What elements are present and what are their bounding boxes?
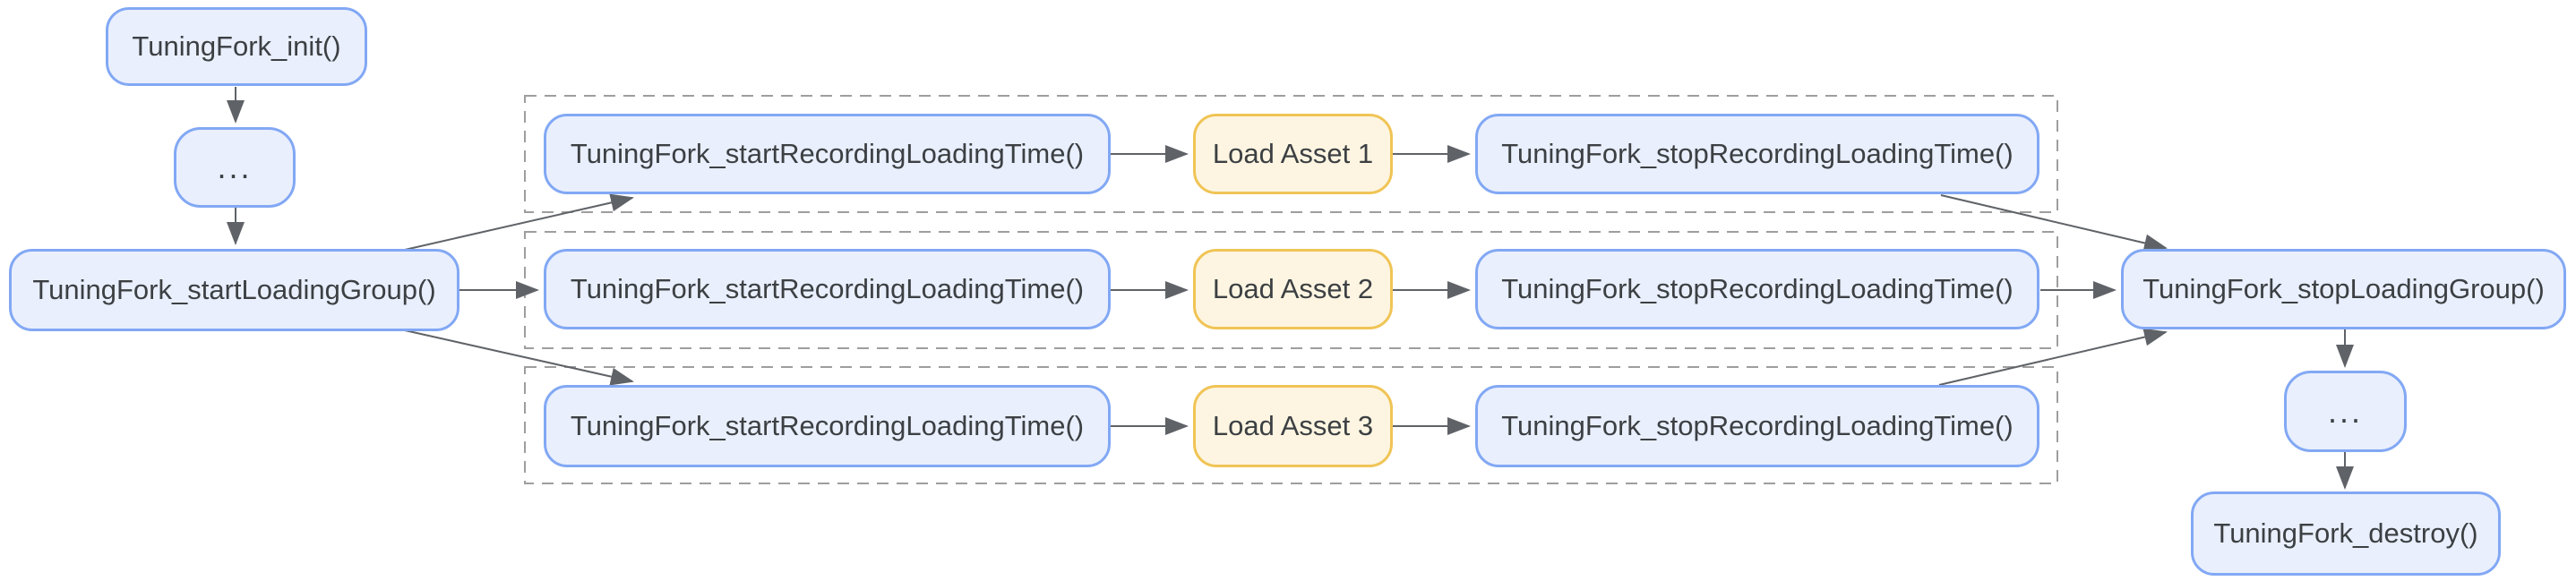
node-load-asset-3-label: Load Asset 3	[1212, 410, 1374, 441]
node-tuningfork-init-label: TuningFork_init()	[132, 30, 341, 62]
node-start-loading-group: TuningFork_startLoadingGroup()	[9, 249, 459, 331]
node-start-recording-row1: TuningFork_startRecordingLoadingTime()	[544, 114, 1111, 194]
node-ellipsis-before-destroy: ...	[2284, 371, 2407, 452]
node-ellipsis-before-destroy-label: ...	[2327, 392, 2363, 430]
node-load-asset-1-label: Load Asset 1	[1212, 138, 1374, 169]
node-load-asset-1: Load Asset 1	[1193, 114, 1393, 194]
node-tuningfork-destroy: TuningFork_destroy()	[2191, 491, 2501, 576]
node-ellipsis-after-init-label: ...	[217, 149, 253, 185]
node-stop-recording-row2: TuningFork_stopRecordingLoadingTime()	[1475, 249, 2039, 329]
node-tuningfork-init: TuningFork_init()	[106, 7, 367, 86]
loading-group-frame-3	[524, 366, 2058, 484]
node-stop-loading-group-label: TuningFork_stopLoadingGroup()	[2142, 273, 2545, 304]
node-start-loading-group-label: TuningFork_startLoadingGroup()	[32, 274, 436, 305]
node-start-recording-row3: TuningFork_startRecordingLoadingTime()	[544, 385, 1111, 467]
node-stop-recording-row1: TuningFork_stopRecordingLoadingTime()	[1475, 114, 2039, 194]
node-stop-loading-group: TuningFork_stopLoadingGroup()	[2121, 249, 2566, 329]
node-load-asset-3: Load Asset 3	[1193, 385, 1393, 467]
node-load-asset-2-label: Load Asset 2	[1212, 273, 1374, 304]
node-load-asset-2: Load Asset 2	[1193, 249, 1393, 329]
loading-group-frame-1	[524, 95, 2058, 213]
arrow-start-loading-group-to-row1	[404, 193, 634, 251]
arrow-row1-to-stop-loading-group	[1940, 194, 2168, 252]
node-start-recording-row2-label: TuningFork_startRecordingLoadingTime()	[570, 273, 1085, 304]
arrow-row3-to-stop-loading-group	[1938, 328, 2168, 386]
node-stop-recording-row3: TuningFork_stopRecordingLoadingTime()	[1475, 385, 2039, 467]
node-tuningfork-destroy-label: TuningFork_destroy()	[2213, 517, 2478, 549]
arrow-start-loading-group-to-row3	[404, 329, 634, 386]
node-start-recording-row1-label: TuningFork_startRecordingLoadingTime()	[570, 138, 1085, 169]
node-start-recording-row3-label: TuningFork_startRecordingLoadingTime()	[570, 410, 1085, 441]
node-stop-recording-row3-label: TuningFork_stopRecordingLoadingTime()	[1501, 410, 2014, 441]
node-start-recording-row2: TuningFork_startRecordingLoadingTime()	[544, 249, 1111, 329]
node-stop-recording-row2-label: TuningFork_stopRecordingLoadingTime()	[1501, 273, 2014, 304]
node-ellipsis-after-init: ...	[174, 127, 296, 208]
node-stop-recording-row1-label: TuningFork_stopRecordingLoadingTime()	[1501, 138, 2014, 169]
